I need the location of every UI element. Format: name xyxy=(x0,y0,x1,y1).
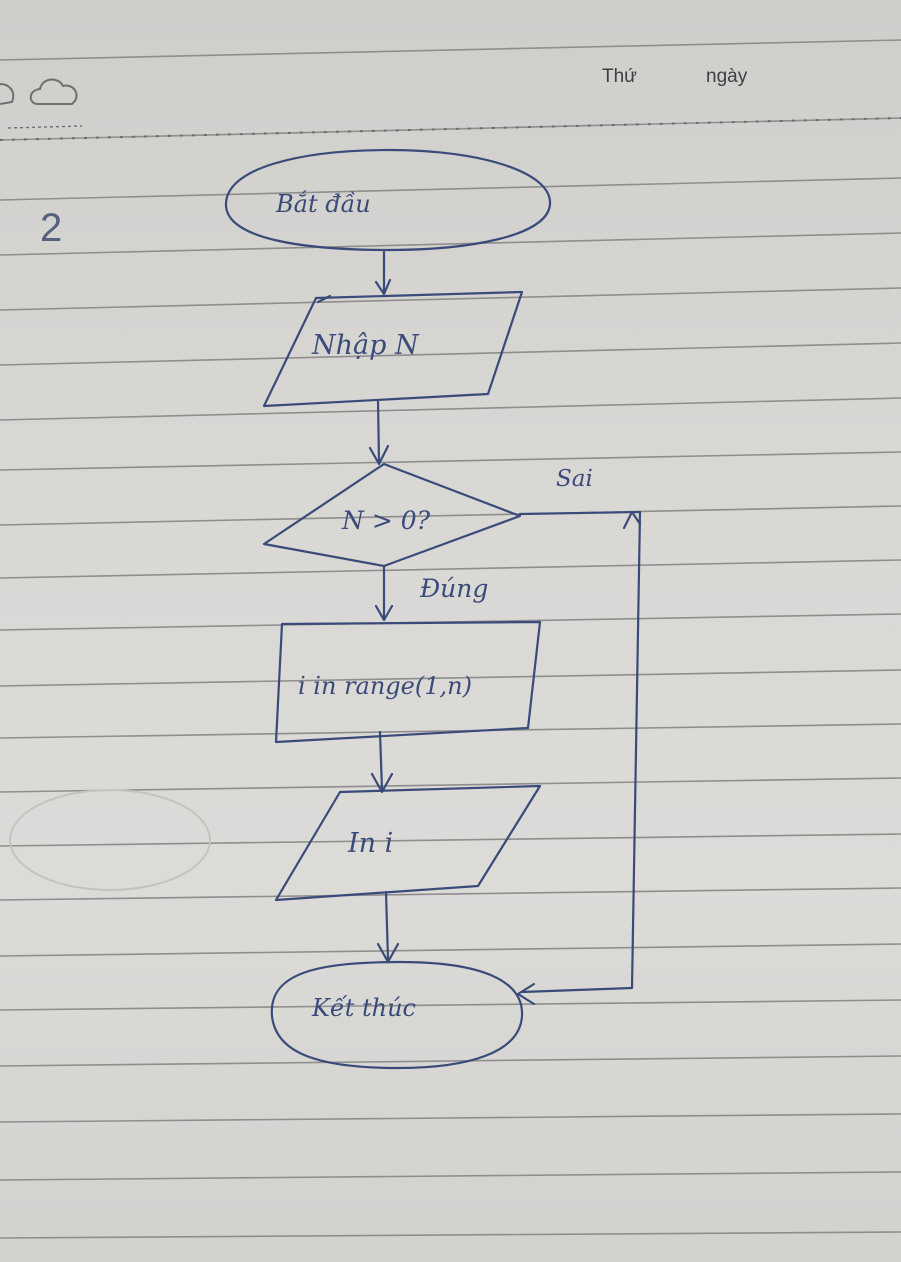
arrow-yes-branch xyxy=(374,564,394,622)
arrow-input-to-decision xyxy=(368,398,390,466)
bleed-through-mark xyxy=(9,789,211,891)
ruled-lines xyxy=(0,39,901,1239)
page-number: 2 xyxy=(40,206,63,250)
header-day-label: Thứ xyxy=(602,66,637,87)
cloud-icon xyxy=(0,78,83,129)
loop-label: i in range(1,n) xyxy=(298,672,472,700)
start-oval xyxy=(224,148,552,252)
arrow-loop-to-output xyxy=(370,730,394,794)
decision-label: N > 0? xyxy=(342,506,431,535)
arrow-start-to-input xyxy=(374,250,392,296)
header-date-label: ngày xyxy=(706,66,748,87)
output-label: In i xyxy=(348,828,394,859)
no-branch-label: Sai xyxy=(556,466,593,492)
output-parallelogram xyxy=(274,784,542,902)
yes-branch-label: Đúng xyxy=(420,574,489,603)
input-label: Nhập N xyxy=(312,330,419,361)
start-label: Bắt đầu xyxy=(276,190,371,218)
arrow-output-to-end xyxy=(376,890,400,964)
loop-rectangle xyxy=(274,620,542,744)
input-parallelogram xyxy=(262,290,524,408)
end-label: Kết thúc xyxy=(312,994,416,1022)
end-oval xyxy=(270,960,524,1070)
arrow-no-branch xyxy=(516,510,642,1006)
